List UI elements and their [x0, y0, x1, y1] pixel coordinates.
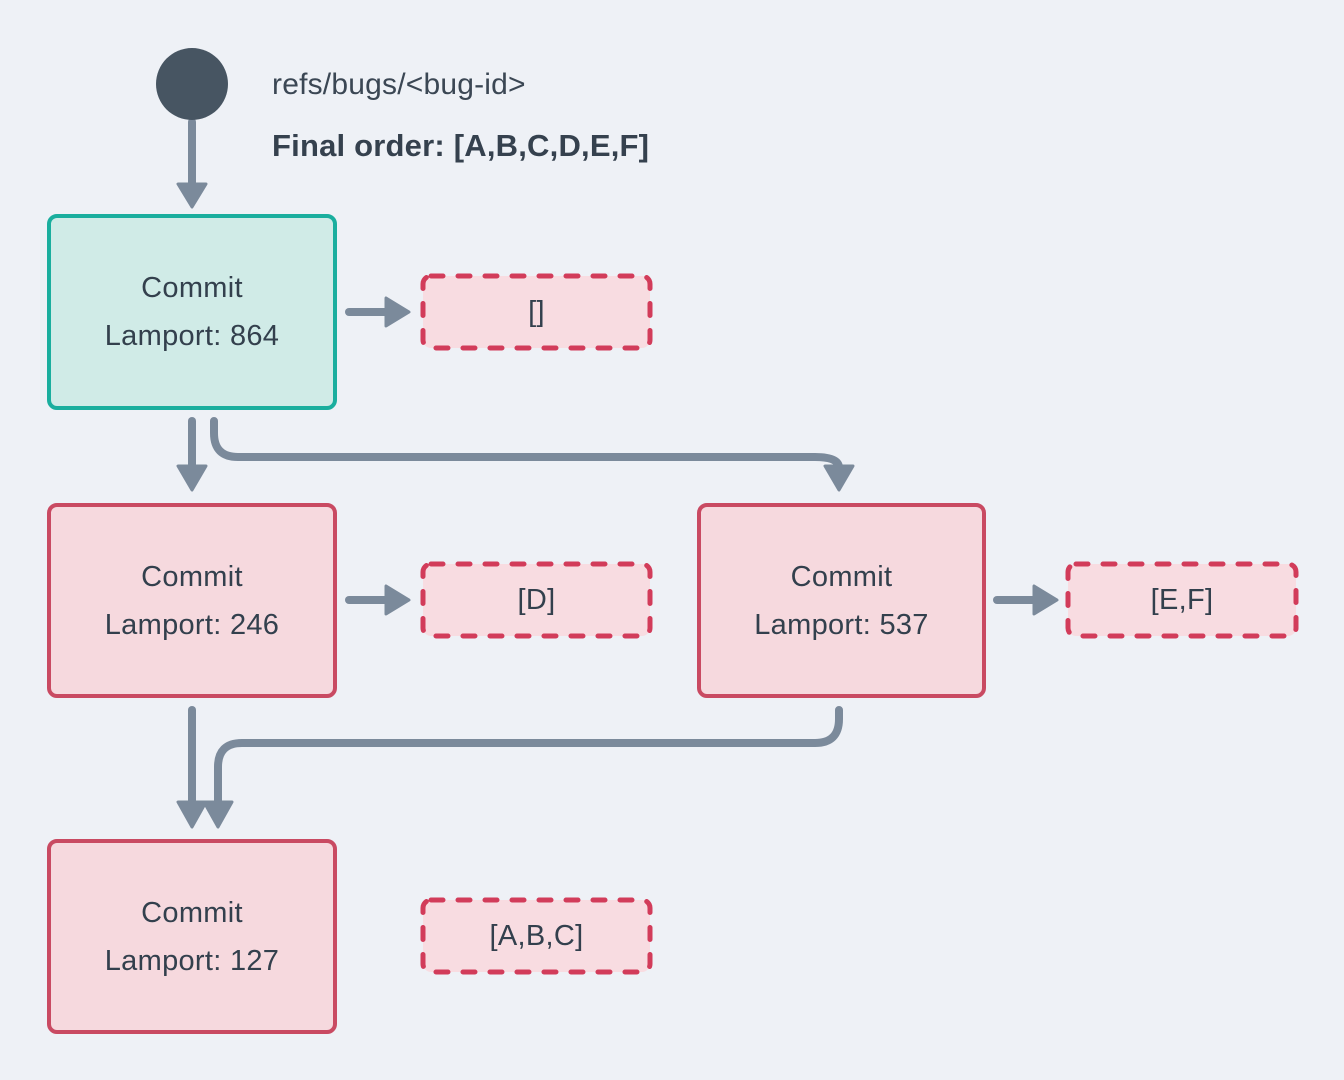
commit-node-537: Commit Lamport: 537 [697, 503, 986, 698]
patch-list-label-864: [] [528, 295, 545, 328]
commit-node-864: Commit Lamport: 864 [47, 214, 337, 410]
arrowhead-icon [202, 800, 234, 829]
arrow-commit-537-to-patches [993, 584, 1059, 616]
commit-title: Commit [141, 896, 243, 929]
arrow-commit-537-to-commit-127 [202, 706, 843, 829]
commit-node-127: Commit Lamport: 127 [47, 839, 337, 1034]
commit-node-246: Commit Lamport: 246 [47, 503, 337, 698]
arrow-commit-246-to-patches [345, 584, 411, 616]
arrow-ref-to-commit-864 [176, 118, 208, 209]
commit-lamport: Lamport: 127 [104, 944, 280, 977]
arrowhead-icon [823, 464, 855, 492]
patch-box-864 [420, 273, 653, 351]
arrowhead-icon [176, 800, 208, 829]
branch-ref-label: refs/bugs/<bug-id> [272, 68, 526, 101]
commit-title: Commit [141, 272, 243, 304]
patch-list-label-537: [E,F] [1150, 583, 1214, 616]
arrow-commit-864-to-commit-537 [210, 417, 855, 492]
patch-list-label-246: [D] [517, 583, 556, 616]
arrowhead-icon [384, 584, 411, 616]
arrow-commit-864-to-patches [345, 296, 411, 328]
commit-lamport: Lamport: 246 [104, 608, 280, 641]
patch-box-246 [420, 561, 653, 639]
branch-ref-node [156, 48, 228, 120]
final-order-label: Final order: [A,B,C,D,E,F] [272, 128, 650, 163]
arrow-commit-246-to-commit-127 [176, 706, 208, 829]
commit-lamport: Lamport: 864 [104, 320, 280, 352]
arrowhead-icon [176, 182, 208, 209]
arrowhead-icon [1032, 584, 1059, 616]
arrow-line [214, 706, 843, 806]
patch-list-label-127: [A,B,C] [489, 919, 584, 952]
patch-box-127 [420, 897, 653, 975]
commit-title: Commit [790, 560, 893, 593]
arrow-commit-864-to-commit-246 [176, 417, 208, 492]
arrow-line [210, 417, 843, 472]
arrowhead-icon [176, 464, 208, 492]
commit-lamport: Lamport: 537 [754, 608, 929, 641]
commit-title: Commit [141, 560, 243, 593]
patch-box-537 [1065, 561, 1299, 639]
arrowhead-icon [384, 296, 411, 328]
